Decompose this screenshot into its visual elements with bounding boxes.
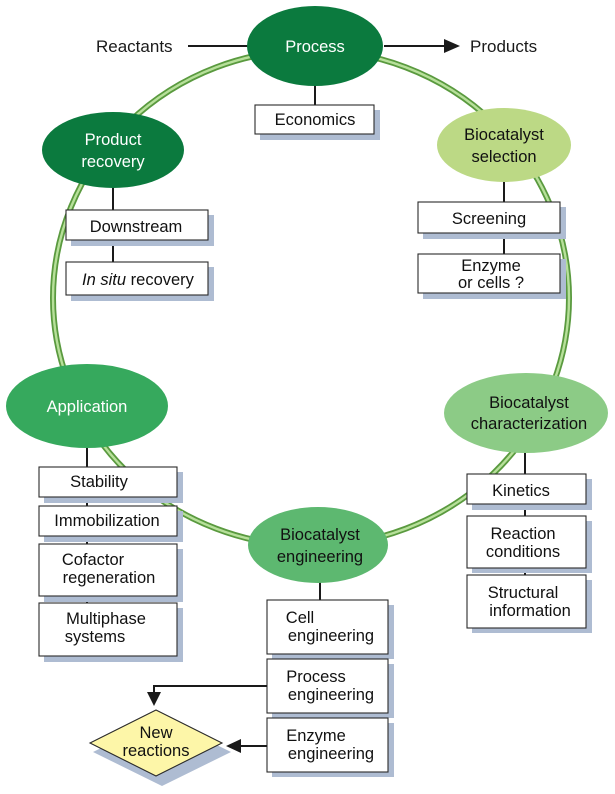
svg-text:engineering: engineering — [288, 686, 374, 704]
flow-row: Reactants Products — [96, 37, 537, 56]
svg-text:engineering: engineering — [277, 548, 363, 566]
svg-text:engineering: engineering — [288, 745, 374, 763]
svg-text:recovery: recovery — [81, 153, 145, 171]
svg-text:systems: systems — [65, 628, 126, 646]
svg-text:Economics: Economics — [275, 111, 356, 129]
svg-text:Cofactor: Cofactor — [62, 551, 125, 569]
svg-text:Product: Product — [85, 131, 142, 149]
svg-text:Process: Process — [286, 668, 346, 686]
biocatalyst-engineering-node: Biocatalyst engineering — [248, 507, 388, 583]
cofactor-regeneration-box: Cofactor regeneration — [38, 543, 183, 602]
svg-text:Enzyme: Enzyme — [461, 257, 521, 275]
new-reactions-diamond: New reactions — [88, 709, 231, 786]
svg-text:conditions: conditions — [486, 543, 560, 561]
svg-text:reactions: reactions — [123, 742, 190, 760]
immobilization-box: Immobilization — [38, 505, 183, 542]
screening-box: Screening — [417, 201, 566, 239]
enzyme-or-cells-box: Enzyme or cells ? — [417, 253, 566, 299]
enzyme-engineering-box: Enzyme engineering — [266, 717, 394, 777]
svg-text:Process: Process — [285, 38, 345, 56]
stability-box: Stability — [38, 466, 183, 503]
svg-text:Biocatalyst: Biocatalyst — [464, 126, 544, 144]
svg-text:Multiphase: Multiphase — [66, 610, 146, 628]
svg-text:Cell: Cell — [286, 609, 314, 627]
products-label: Products — [470, 37, 537, 56]
multiphase-systems-box: Multiphase systems — [38, 602, 183, 662]
svg-text:Screening: Screening — [452, 210, 526, 228]
svg-text:regeneration: regeneration — [63, 569, 156, 587]
svg-text:Downstream: Downstream — [90, 218, 183, 236]
process-engineering-box: Process engineering — [266, 658, 394, 718]
structural-information-box: Structural information — [466, 574, 592, 633]
svg-text:engineering: engineering — [288, 627, 374, 645]
svg-text:Reaction: Reaction — [490, 525, 555, 543]
svg-text:information: information — [489, 602, 571, 620]
biocatalyst-selection-node: Biocatalyst selection — [437, 108, 571, 182]
svg-text:Structural: Structural — [488, 584, 559, 602]
process-node: Process — [247, 6, 383, 106]
reactants-label: Reactants — [96, 37, 173, 56]
svg-text:Biocatalyst: Biocatalyst — [489, 394, 569, 412]
svg-text:Immobilization: Immobilization — [54, 512, 159, 530]
product-recovery-node: Product recovery — [42, 112, 184, 188]
svg-text:Kinetics: Kinetics — [492, 482, 550, 500]
economics-box: Economics — [254, 104, 380, 140]
downstream-box: Downstream — [65, 209, 214, 246]
in-situ-italic: In situ — [82, 271, 126, 289]
new-reactions-arrows — [147, 685, 267, 753]
svg-text:characterization: characterization — [471, 415, 587, 433]
svg-text:Stability: Stability — [70, 473, 129, 491]
biocatalyst-characterization-node: Biocatalyst characterization — [444, 373, 608, 453]
kinetics-box: Kinetics — [466, 473, 592, 510]
svg-text:In situ recovery: In situ recovery — [82, 271, 195, 289]
svg-text:Biocatalyst: Biocatalyst — [280, 526, 360, 544]
in-situ-rest: recovery — [126, 271, 195, 289]
products-arrowhead — [444, 39, 460, 53]
reaction-conditions-box: Reaction conditions — [466, 515, 592, 573]
in-situ-recovery-box: In situ recovery — [65, 261, 214, 301]
svg-text:or cells ?: or cells ? — [458, 274, 524, 292]
svg-text:selection: selection — [471, 148, 536, 166]
svg-text:Application: Application — [47, 398, 128, 416]
cell-engineering-box: Cell engineering — [266, 599, 394, 659]
application-node: Application — [6, 364, 168, 448]
svg-text:New: New — [139, 724, 172, 742]
svg-text:Enzyme: Enzyme — [286, 727, 346, 745]
